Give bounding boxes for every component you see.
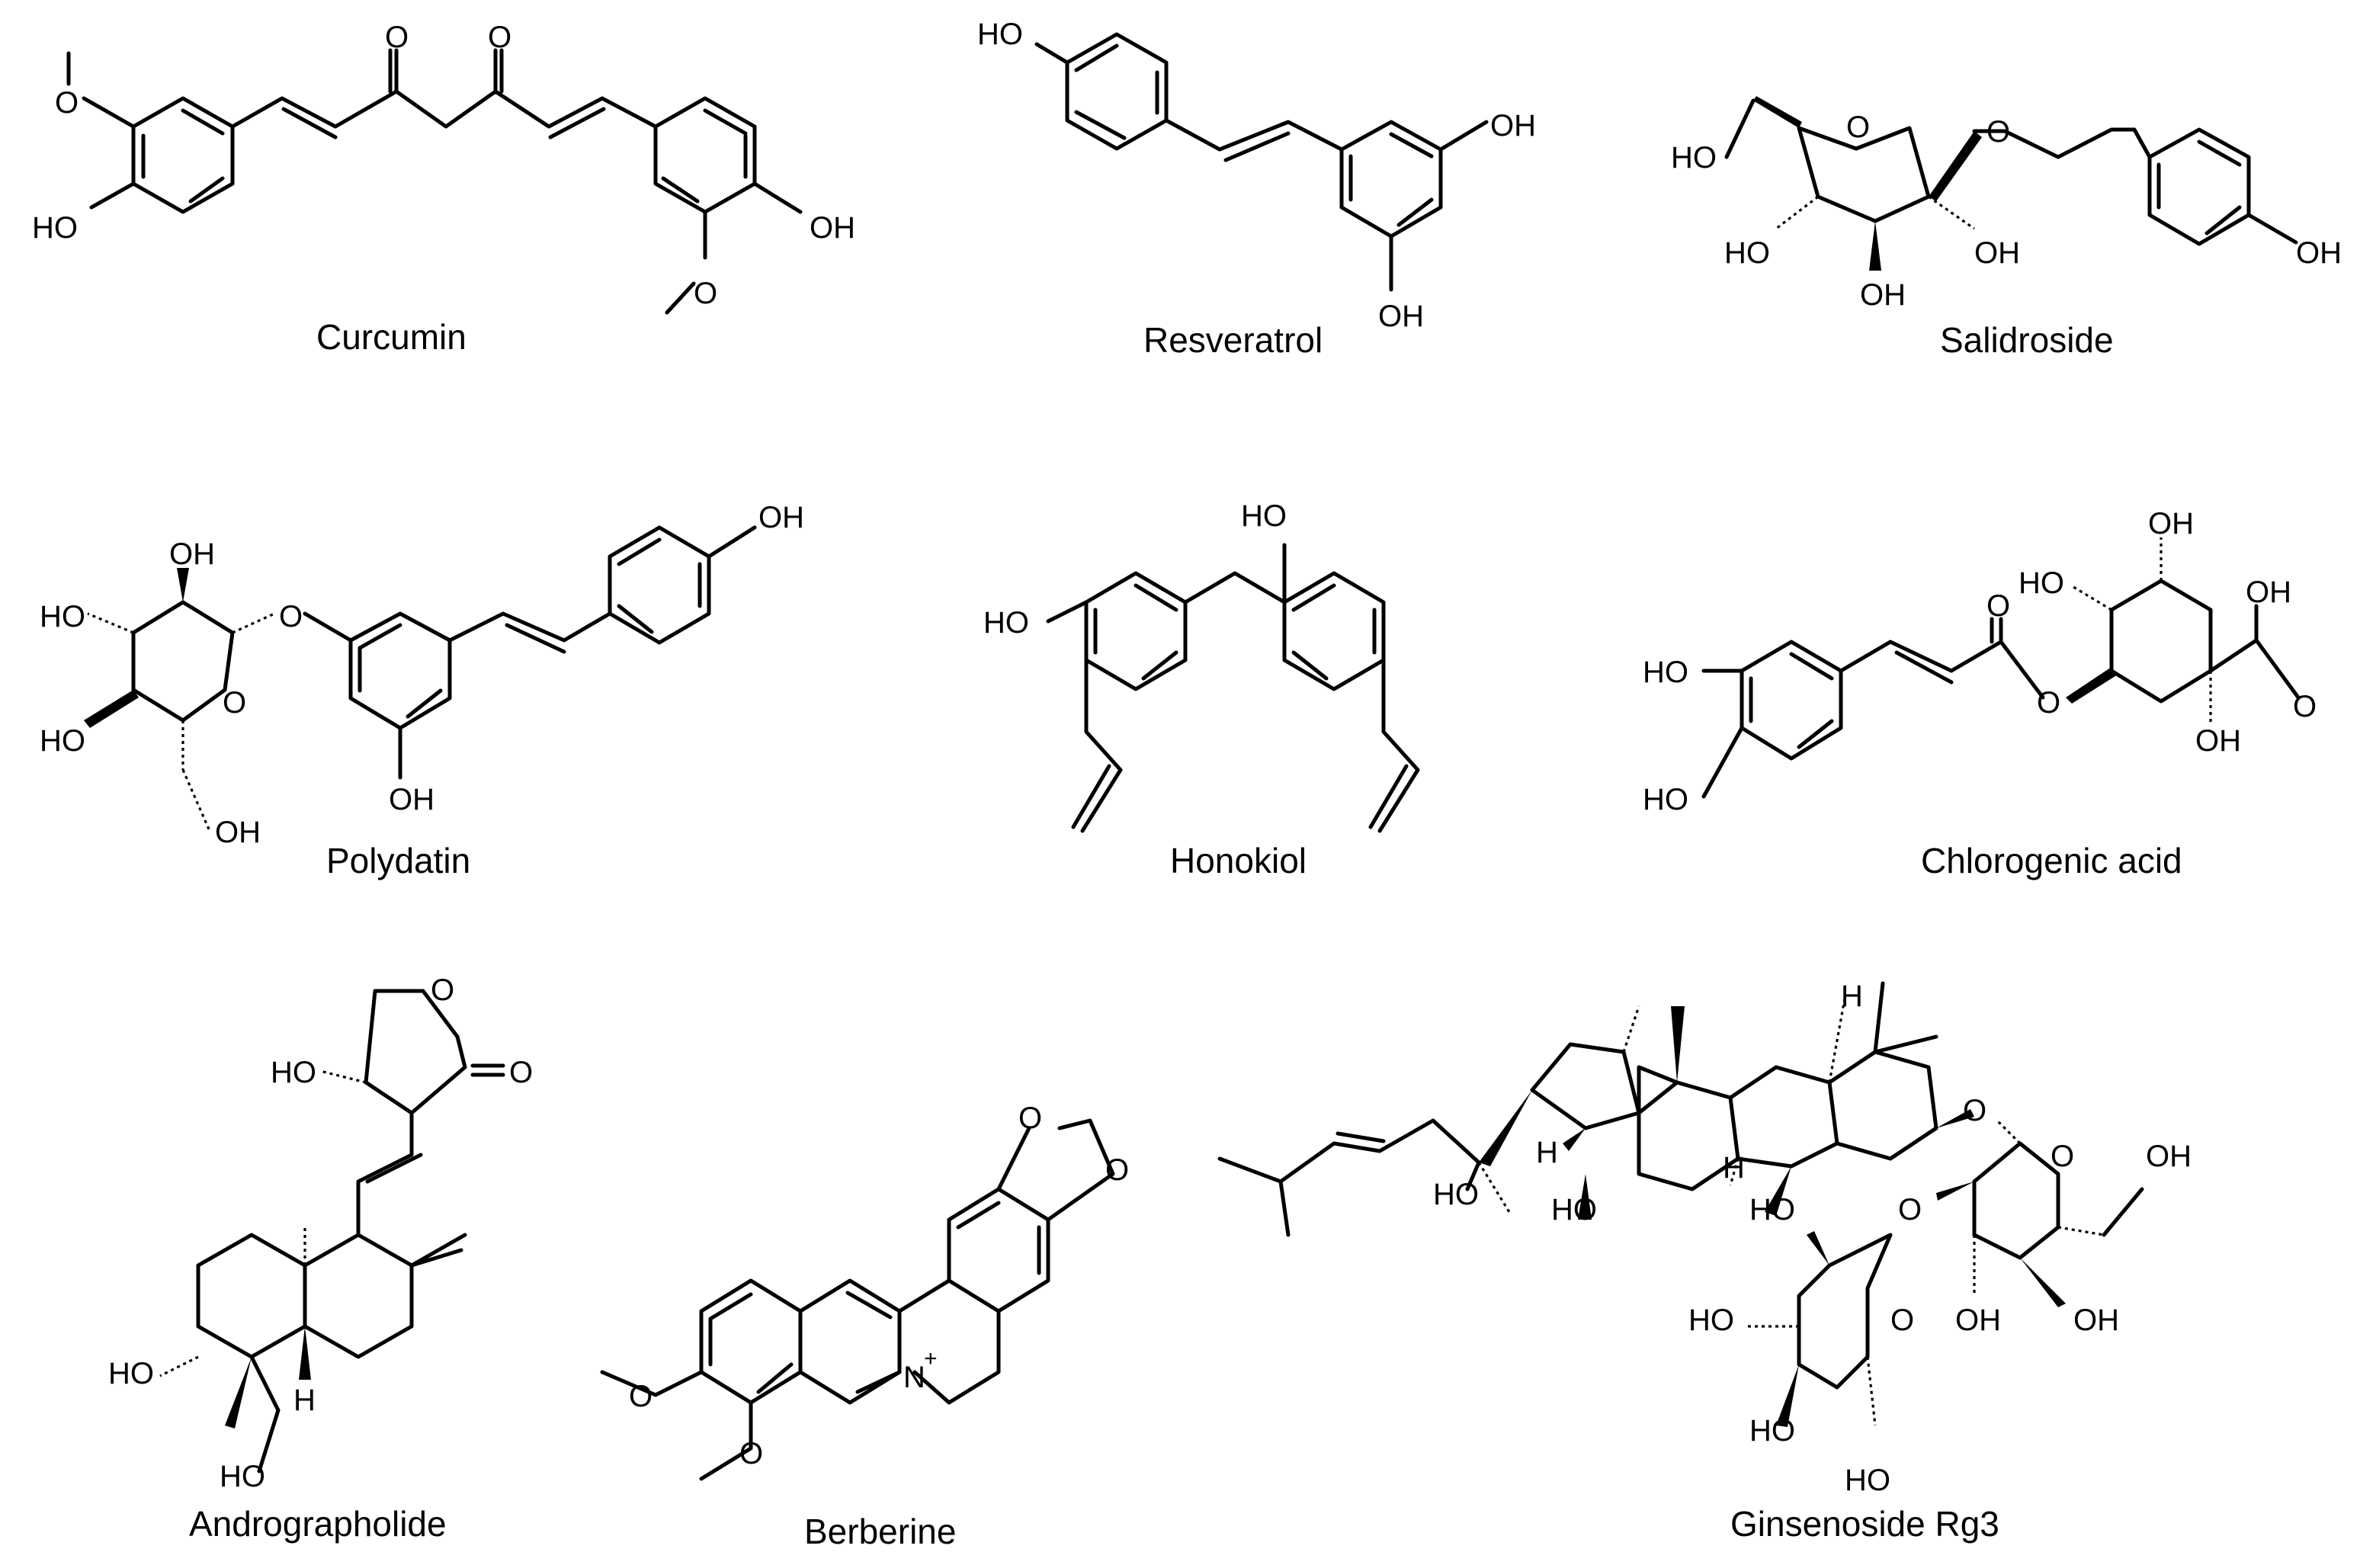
compound-name: Honokiol: [1170, 841, 1307, 880]
atom-label: OH: [2148, 507, 2194, 540]
atom-label: HO: [1643, 656, 1688, 689]
atom-label: O: [1890, 1303, 1914, 1337]
compound-curcumin: O O O HO OH O Curcumin: [32, 21, 855, 357]
atom-label: HO: [1433, 1178, 1479, 1211]
atom-label: O: [1105, 1153, 1129, 1187]
compound-polydatin: OH HO HO O O OH OH OH Polydatin: [40, 501, 804, 880]
atom-label: HO: [220, 1460, 265, 1493]
atom-label: OH: [2073, 1303, 2119, 1337]
atom-label: OH: [810, 211, 855, 245]
atom-label: O: [488, 21, 511, 54]
atom-label: HO: [1845, 1464, 1890, 1497]
atom-label: HO: [977, 18, 1023, 51]
compound-name: Berberine: [804, 1512, 956, 1551]
atom-label: OH: [2246, 576, 2291, 609]
atom-label: OH: [215, 816, 261, 849]
compound-name: Chlorogenic acid: [1921, 841, 2182, 880]
atom-label: O: [223, 686, 246, 720]
atom-label: O: [2051, 1140, 2074, 1173]
atom-label: OH: [1378, 300, 1424, 333]
atom-label: O: [1986, 589, 2010, 623]
atom-label: O: [385, 21, 409, 54]
atom-label: O: [1898, 1193, 1922, 1227]
atom-label: O: [431, 973, 454, 1007]
atom-label: O: [279, 600, 303, 633]
atom-label: OH: [758, 501, 804, 534]
compound-honokiol: HO HO Honokiol: [983, 499, 1420, 880]
atom-label: HO: [1241, 499, 1287, 533]
atom-label: O: [1018, 1101, 1042, 1135]
atom-label: H: [293, 1384, 316, 1417]
compound-chlorogenic-acid: HO HO O O OH HO OH OH O Chlorogenic acid: [1643, 507, 2317, 880]
atom-label: H: [1841, 980, 1863, 1013]
atom-label: HO: [983, 606, 1029, 640]
atom-label: OH: [389, 783, 434, 816]
atom-label: HO: [1749, 1193, 1795, 1227]
atom-label: OH: [169, 537, 215, 571]
atom-label: HO: [108, 1357, 154, 1390]
compound-name: Andrographolide: [189, 1504, 447, 1544]
atom-label: HO: [2019, 566, 2064, 600]
atom-label: O: [1963, 1094, 1986, 1127]
atom-label: +: [924, 1346, 938, 1371]
compound-resveratrol: HO OH OH Resveratrol: [977, 18, 1536, 360]
compound-salidroside: O O HO HO OH OH OH Salidroside: [1671, 96, 2342, 360]
compound-name: Polydatin: [326, 841, 470, 880]
compound-ginsenoside-rg3: H H H HO HO O O OH O OH OH HO HO O HO HO…: [1217, 980, 2192, 1544]
atom-label: OH: [1955, 1303, 2001, 1337]
compound-andrographolide: O O HO HO H HO Andrographolide: [108, 973, 533, 1544]
compound-name: Salidroside: [1940, 320, 2114, 360]
atom-label: OH: [1974, 236, 2020, 270]
atom-label: O: [1846, 111, 1870, 144]
atom-label: N: [903, 1361, 925, 1394]
atom-label: HO: [1724, 236, 1770, 270]
atom-label: HO: [1643, 783, 1688, 816]
atom-label: O: [2037, 686, 2060, 720]
atom-label: O: [2293, 690, 2317, 723]
atom-label: OH: [1490, 109, 1536, 143]
atom-label: HO: [271, 1056, 316, 1089]
atom-label: O: [694, 277, 717, 310]
atom-label: H: [1536, 1136, 1558, 1169]
atom-label: O: [739, 1437, 763, 1470]
atom-label: OH: [2146, 1140, 2192, 1173]
atom-label: O: [55, 86, 79, 120]
atom-label: H: [1723, 1151, 1745, 1185]
atom-label: HO: [32, 211, 78, 245]
atom-label: HO: [1671, 141, 1717, 175]
compound-name: Curcumin: [316, 317, 467, 357]
atom-label: OH: [1860, 278, 1906, 312]
atom-label: O: [1986, 115, 2010, 149]
compound-berberine: O O O O N + Berberine: [600, 1101, 1129, 1551]
atom-label: OH: [2296, 236, 2342, 270]
compound-name: Ginsenoside Rg3: [1730, 1504, 1999, 1544]
atom-label: HO: [40, 724, 85, 758]
atom-label: HO: [1688, 1303, 1734, 1337]
atom-label: O: [509, 1056, 533, 1089]
compound-name: Resveratrol: [1143, 320, 1323, 360]
atom-label: O: [629, 1380, 653, 1413]
atom-label: OH: [2195, 724, 2241, 758]
atom-label: HO: [1749, 1414, 1795, 1448]
atom-label: HO: [1551, 1193, 1597, 1227]
atom-label: HO: [40, 600, 85, 633]
